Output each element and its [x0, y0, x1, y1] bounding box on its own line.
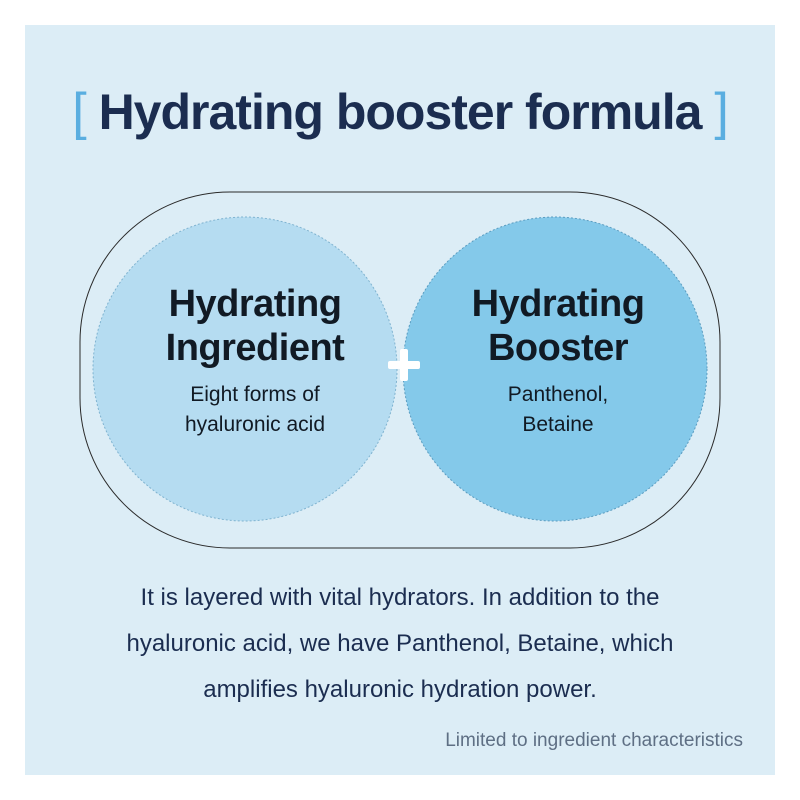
description-line3: amplifies hyaluronic hydration power.: [203, 676, 597, 703]
right-sub-line2: Betaine: [522, 413, 594, 436]
left-circle: [93, 217, 397, 521]
plus-icon: [384, 345, 424, 385]
open-bracket: [: [72, 83, 86, 141]
right-subtext: Panthenol, Betaine: [408, 380, 708, 440]
right-sub-line1: Panthenol,: [507, 383, 609, 406]
footnote: Limited to ingredient characteristics: [445, 730, 743, 751]
description-text: It is layered with vital hydrators. In a…: [60, 575, 740, 713]
diagram-outline: [79, 191, 721, 549]
left-heading-line1: Hydrating: [168, 283, 342, 325]
left-heading: Hydrating Ingredient: [110, 282, 400, 370]
left-subtext: Eight forms of hyaluronic acid: [110, 380, 400, 440]
left-circle-border: [92, 216, 398, 522]
title-text: Hydrating booster formula: [98, 84, 703, 140]
right-heading-line1: Hydrating: [471, 283, 645, 325]
right-heading: Hydrating Booster: [408, 282, 708, 370]
right-heading-line2: Booster: [487, 327, 629, 369]
description-line2: hyaluronic acid, we have Panthenol, Beta…: [126, 630, 674, 657]
page-title: [ Hydrating booster formula ]: [0, 82, 800, 142]
left-sub-line1: Eight forms of: [190, 383, 320, 406]
left-heading-line2: Ingredient: [165, 327, 345, 369]
left-circle-label: Hydrating Ingredient Eight forms of hyal…: [110, 282, 400, 440]
left-sub-line2: hyaluronic acid: [184, 413, 326, 436]
right-circle-label: Hydrating Booster Panthenol, Betaine: [408, 282, 708, 440]
right-circle: [403, 217, 707, 521]
close-bracket: ]: [714, 83, 728, 141]
description-line1: It is layered with vital hydrators. In a…: [140, 584, 660, 611]
